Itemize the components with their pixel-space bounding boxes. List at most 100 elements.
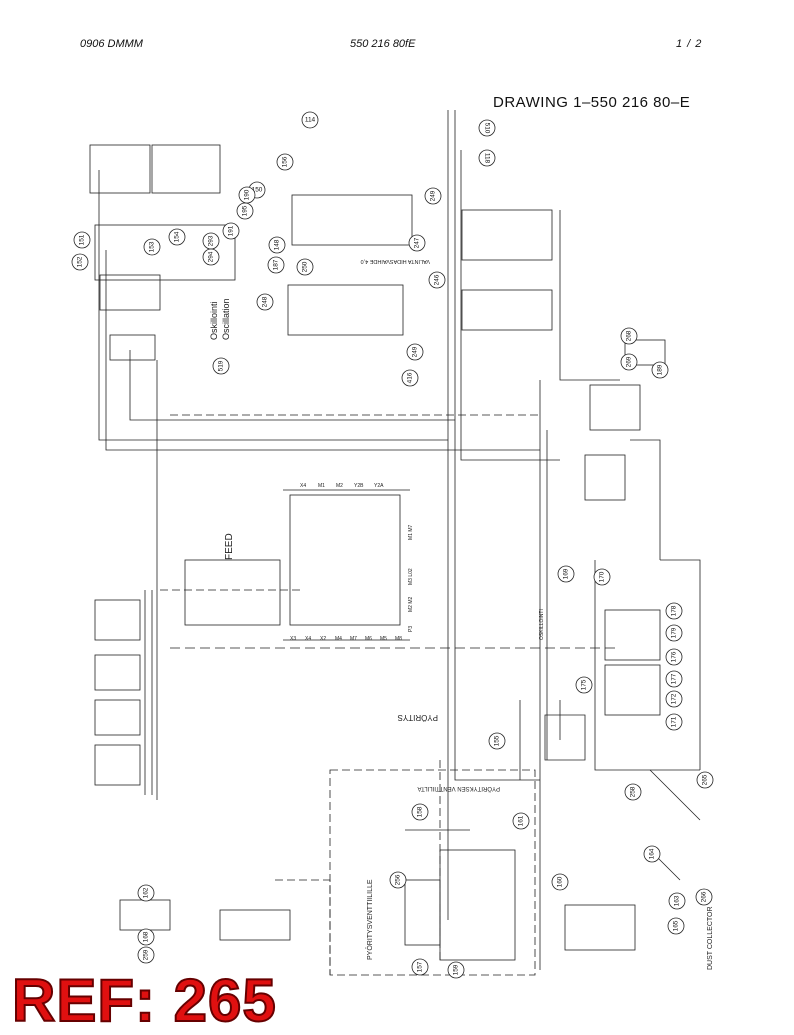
callout-256: 256 — [389, 871, 407, 889]
port-label: P3 — [408, 626, 414, 632]
callout-249b: 249 — [406, 343, 424, 361]
label-pyoritys: PYÖRITYS — [398, 713, 438, 722]
callout-number: 148 — [274, 239, 281, 250]
port-label: M7 — [350, 636, 357, 642]
port-label: Y2A — [374, 483, 384, 489]
callout-148: 148 — [268, 236, 286, 254]
callout-156: 156 — [276, 153, 294, 171]
callout-circle — [202, 248, 220, 266]
feed-port-labels: X4 M1 M2 Y2B Y2A M1 M7 M3 L02 M2 M2 P3 X… — [290, 483, 414, 642]
callout-number: 268 — [626, 330, 633, 341]
callout-number: 168 — [143, 931, 150, 942]
callout-161: 161 — [512, 812, 530, 830]
callout-circle — [168, 228, 186, 246]
callout-number: 153 — [149, 241, 156, 252]
callout-circle — [447, 961, 465, 979]
callout-number: 250 — [302, 261, 309, 272]
callout-number: 176 — [671, 651, 678, 662]
callout-number: 179 — [671, 627, 678, 638]
callout-191: 191 — [222, 222, 240, 240]
callout-number: 157 — [417, 961, 424, 972]
port-label: M8 — [395, 636, 402, 642]
callout-circle — [575, 676, 593, 694]
callout-number: 248 — [262, 296, 269, 307]
callout-number: 191 — [228, 225, 235, 236]
callout-187: 187 — [267, 256, 285, 274]
callout-164: 164 — [643, 845, 661, 863]
callout-number: 161 — [518, 815, 525, 826]
port-label: M1 M7 — [408, 525, 414, 541]
callout-number: 155 — [494, 735, 501, 746]
callout-175: 175 — [575, 676, 593, 694]
callout-168: 168 — [137, 928, 155, 946]
callout-294: 294 — [202, 248, 220, 266]
callout-114: 114 — [301, 111, 319, 129]
callout-155: 155 — [488, 732, 506, 750]
callout-circle — [137, 928, 155, 946]
callout-circle — [651, 361, 669, 379]
callout-circle — [478, 149, 496, 167]
callout-circle — [401, 369, 419, 387]
callout-circle — [488, 732, 506, 750]
callout-circle — [593, 568, 611, 586]
callout-176: 176 — [665, 648, 683, 666]
callout-159: 159 — [447, 961, 465, 979]
callout-number: 195 — [242, 205, 249, 216]
callout-circle — [238, 186, 256, 204]
callout-154: 154 — [168, 228, 186, 246]
label-pyoritys-valve: PYÖRITYKSEN VENTTIILILTA — [418, 785, 500, 792]
callout-number: 152 — [77, 256, 84, 267]
callout-circle — [137, 946, 155, 964]
label-valinta: VALINTA HIDASVAIHDE 4,0 — [361, 258, 430, 264]
port-label: M2 M2 — [408, 597, 414, 613]
callout-circle — [428, 271, 446, 289]
header-part-number: 550 216 80fE — [350, 38, 416, 50]
callout-circle — [551, 873, 569, 891]
callout-circle — [411, 958, 429, 976]
callout-number: 158 — [417, 806, 424, 817]
header-page-number: 1 / 2 — [676, 38, 703, 50]
callout-circle — [665, 690, 683, 708]
port-label: M4 — [335, 636, 342, 642]
callout-number: 118 — [484, 153, 491, 164]
port-label: M6 — [365, 636, 372, 642]
callout-179: 179 — [665, 624, 683, 642]
header-doc-code: 0906 DMMM — [80, 38, 143, 50]
callout-number: 169 — [563, 568, 570, 579]
port-label: Y2B — [354, 483, 364, 489]
callout-circle — [276, 153, 294, 171]
callout-number: 269 — [626, 356, 633, 367]
callout-number: 249 — [412, 346, 419, 357]
callout-circle — [665, 602, 683, 620]
callout-circle — [624, 783, 642, 801]
callout-169: 169 — [557, 565, 575, 583]
callout-number: 258 — [630, 786, 637, 797]
schematic-linework — [89, 110, 701, 976]
callout-circle — [643, 845, 661, 863]
callout-151: 151 — [73, 231, 91, 249]
callout-number: 165 — [673, 920, 680, 931]
callout-266: 266 — [695, 888, 713, 906]
callout-number: 177 — [671, 673, 678, 684]
callout-circle — [620, 353, 638, 371]
callout-circle — [73, 231, 91, 249]
callout-number: 171 — [671, 716, 678, 727]
callout-510: 510 — [478, 119, 496, 137]
callout-293: 293 — [202, 232, 220, 250]
callout-248: 248 — [256, 293, 274, 311]
port-label: M1 — [318, 483, 325, 489]
label-pyoritys-to: PYÖRITYSVENTTIILILLE — [366, 879, 374, 960]
callout-circle — [222, 222, 240, 240]
callout-number: 256 — [395, 874, 402, 885]
port-label: X3 — [290, 636, 296, 642]
callout-162: 162 — [137, 884, 155, 902]
callout-number: 164 — [649, 848, 656, 859]
drawing-title: DRAWING 1–550 216 80–E — [493, 94, 691, 111]
callout-165: 165 — [667, 917, 685, 935]
callout-number: 190 — [244, 189, 251, 200]
callout-number: 187 — [273, 259, 280, 270]
callout-269: 269 — [620, 353, 638, 371]
callout-circle — [668, 892, 686, 910]
callout-circle — [620, 327, 638, 345]
callout-circle — [695, 888, 713, 906]
